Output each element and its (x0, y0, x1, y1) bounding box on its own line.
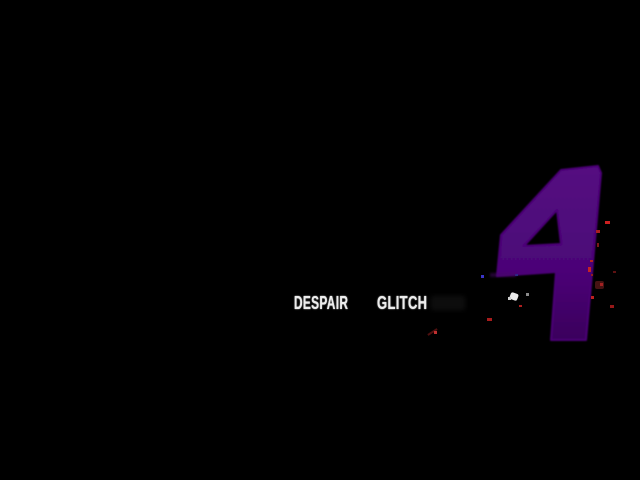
title-word-despair: DESPAIR (294, 293, 349, 313)
title-word-glitch: GLITCH (377, 293, 428, 313)
